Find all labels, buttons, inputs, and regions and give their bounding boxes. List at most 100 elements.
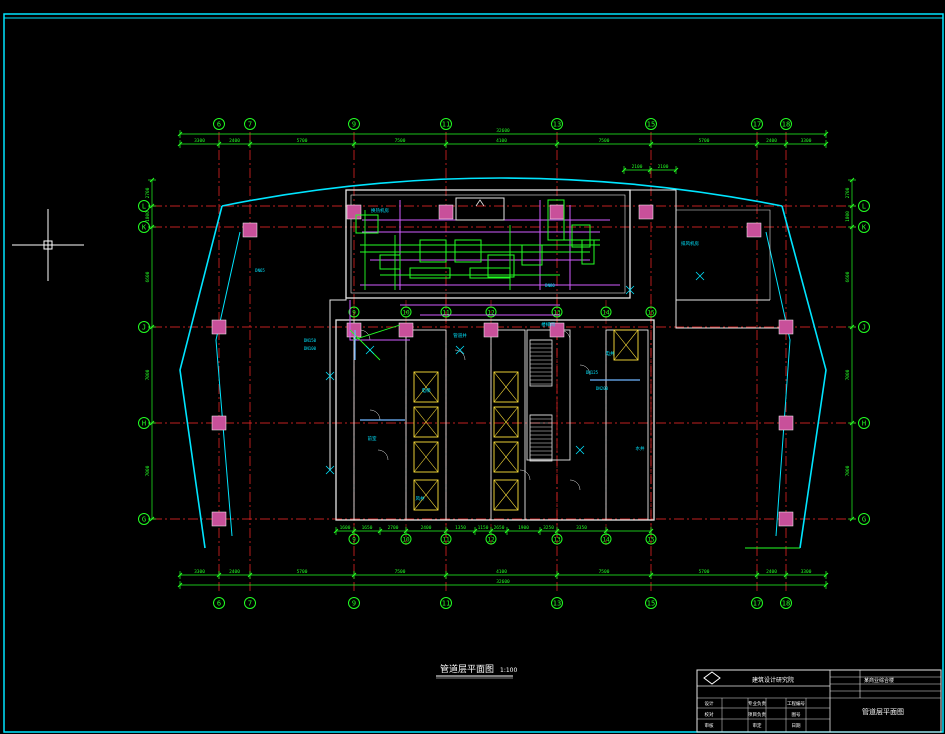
grid-bubble	[213, 118, 225, 130]
structural-column	[242, 222, 258, 238]
wall-layer	[179, 177, 827, 549]
dim-bottom-label: 3300	[801, 569, 812, 575]
grid-bubble-label: 13	[553, 537, 561, 544]
grid-bubble-label: G	[862, 516, 866, 524]
grid-bubble	[551, 597, 563, 609]
elevator-cross	[413, 479, 439, 511]
dim-top-label: 3300	[801, 138, 812, 144]
dim-top-total-slash	[823, 131, 829, 137]
elevator-cross	[493, 406, 519, 438]
dim-right-slash	[849, 420, 855, 426]
pipe-label: DN125	[586, 370, 599, 375]
grid-bubble-label: 6	[217, 121, 221, 129]
building-outline-right	[781, 205, 827, 549]
exhaust-room-wall	[630, 189, 770, 301]
dim-bottom-inner-slash	[504, 528, 510, 534]
dim-bottom-label: 7500	[599, 569, 610, 575]
grid-bubble	[645, 118, 657, 130]
drawing-title: 管道层平面图 1:100	[436, 663, 517, 679]
grid-bubble-label: 9	[352, 310, 356, 317]
drawing-scale-text: 1:100	[500, 667, 517, 674]
dim-left-label: 2700	[145, 187, 151, 198]
dim-bottom-inner-label: 2400	[421, 525, 432, 531]
elevator-cross	[413, 441, 439, 473]
grid-bubble-label: 10	[402, 537, 410, 544]
grid-bubble-label: 10	[402, 310, 410, 317]
door-swing	[569, 479, 581, 491]
dim-bottom-inner-label: 3250	[543, 525, 554, 531]
grid-bubble-label: 13	[553, 121, 561, 129]
dim-bottom-slash	[177, 572, 183, 578]
dim-top-slash	[247, 141, 253, 147]
elevator-shaft	[413, 479, 439, 511]
grid-bubble-label: K	[142, 224, 147, 232]
dim-top-label: 7500	[599, 138, 610, 144]
grid-bubble	[348, 118, 360, 130]
dim-top-slash	[177, 141, 183, 147]
grid-bubble	[645, 597, 657, 609]
grid-bubble-label: 7	[248, 121, 252, 129]
dim-bottom-inner-slash	[472, 528, 478, 534]
room-label: 风井	[416, 495, 425, 502]
core-wall-left	[329, 190, 347, 470]
hvac-green-pipe	[352, 324, 401, 341]
corridor-wall-right	[675, 300, 782, 329]
grid-bubble	[858, 200, 870, 212]
dim-left-slash	[149, 324, 155, 330]
structural-column	[746, 222, 762, 238]
valve-icon	[625, 285, 635, 295]
elevator-shaft	[493, 406, 519, 438]
core-partition	[605, 329, 649, 521]
title-block-cell: 专业负责	[748, 700, 766, 707]
structural-column	[483, 322, 499, 338]
pipe-label: DN200	[596, 386, 609, 391]
pipe-label: DN80	[545, 283, 555, 288]
water-tank	[455, 197, 505, 221]
grid-bubble	[751, 118, 763, 130]
dim-top-slash	[216, 141, 222, 147]
dim-bottom-label: 2400	[766, 569, 777, 575]
structural-column	[549, 204, 565, 220]
grid-bubble-label: 13	[553, 600, 561, 608]
structural-column	[346, 204, 362, 220]
door-swing	[454, 349, 466, 361]
dim-right-slash	[849, 224, 855, 230]
dim-left-label: 7000	[145, 369, 151, 380]
grid-bubble-label: 11	[442, 600, 450, 608]
core-partition	[490, 329, 526, 521]
dim-top-slash	[823, 141, 829, 147]
dim-bottom-slash	[754, 572, 760, 578]
valve-icon	[325, 371, 335, 381]
grid-bubble	[858, 321, 870, 333]
room-label: 电井	[606, 350, 615, 357]
structural-column	[211, 319, 227, 335]
grid-bubble-inner	[600, 306, 612, 318]
water-tank-arrow-icon	[475, 199, 485, 207]
grid-bubble-label: 9	[352, 121, 356, 129]
elevator-cross	[613, 329, 639, 361]
grid-bubble-label: 13	[553, 310, 561, 317]
dim-bottom-slash	[783, 572, 789, 578]
title-block-cell: 工程编号	[787, 700, 805, 707]
structural-column	[778, 319, 794, 335]
grid-bubble-label: 17	[753, 600, 761, 608]
elevator-cross	[493, 371, 519, 403]
dim-right-label: 1800	[845, 211, 851, 222]
outer-frame	[3, 13, 944, 733]
grid-bubble	[348, 597, 360, 609]
dim-bottom-inner-slash	[603, 528, 609, 534]
valve-icon	[365, 345, 375, 355]
dim-top-label: 2400	[229, 138, 240, 144]
grid-bubble-inner	[348, 306, 360, 318]
grid-bubble-label: 12	[487, 537, 495, 544]
elevator-cross	[413, 406, 439, 438]
title-block-drawing-name: 管道层平面图	[862, 707, 904, 716]
elevator-shaft	[493, 441, 519, 473]
grid-bubble-label: G	[142, 516, 146, 524]
grid-bubble	[244, 597, 256, 609]
grid-bubble-label: 9	[352, 537, 356, 544]
grid-bubble-inner	[440, 306, 452, 318]
grid-bubble-label: 14	[602, 310, 610, 317]
